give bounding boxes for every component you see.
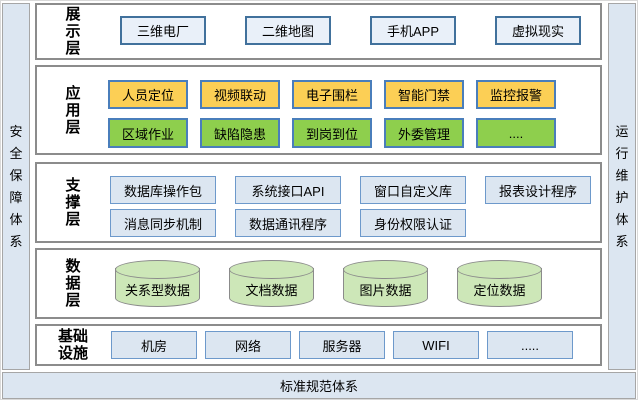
pillar-security-assurance: 安 全 保 障 体 系: [2, 3, 30, 370]
display-node-label: 二维地图: [261, 24, 314, 39]
display-node: 二维地图: [245, 16, 331, 45]
support-node: 身份权限认证: [360, 209, 466, 237]
application-node-label: 智能门禁: [397, 88, 450, 103]
layer-display: 展 示 层 三维电厂 二维地图 手机APP 虚拟现实: [35, 3, 602, 60]
infrastructure-node-label: WIFI: [422, 337, 450, 353]
support-node: 窗口自定义库: [360, 176, 466, 204]
database-cylinder-label: 定位数据: [473, 283, 526, 298]
application-node-label: ....: [508, 125, 524, 141]
database-cylinder: 定位数据: [457, 260, 542, 307]
application-node-label: 人员定位: [121, 88, 174, 103]
display-node-row: 三维电厂 二维地图 手机APP 虚拟现实: [37, 16, 600, 45]
data-cylinder-row: 关系型数据 文档数据 图片数据 定位数据: [37, 260, 600, 307]
application-node: 智能门禁: [384, 80, 464, 109]
application-node-label: 电子围栏: [305, 88, 358, 103]
support-node: 系统接口API: [235, 176, 341, 204]
support-node-label: 系统接口API: [251, 183, 325, 199]
display-node-label: 虚拟现实: [511, 24, 564, 39]
infrastructure-node-label: 机房: [140, 338, 167, 354]
pillar-security-assurance-label: 安 全 保 障 体 系: [9, 123, 23, 249]
support-node: 消息同步机制: [110, 209, 216, 237]
layer-support-label: 支 撑 层: [65, 177, 81, 228]
application-node: 人员定位: [108, 80, 188, 109]
application-node-label: 视频联动: [213, 88, 266, 103]
support-node-label: 窗口自定义库: [373, 183, 452, 199]
application-node: 外委管理: [384, 118, 464, 148]
application-node-label: 外委管理: [397, 126, 450, 142]
layer-data: 数 据 层 关系型数据 文档数据 图片数据 定位数据: [35, 248, 602, 319]
database-cylinder-label: 图片数据: [359, 283, 412, 298]
infrastructure-node: WIFI: [393, 331, 479, 359]
layer-display-label: 展 示 层: [65, 6, 81, 57]
layer-application: 应 用 层 人员定位 视频联动 电子围栏 智能门禁 监控报警 区域作业 缺陷隐患 到岗到位 外…: [35, 65, 602, 155]
database-cylinder-label: 文档数据: [245, 283, 298, 298]
layer-data-label: 数 据 层: [65, 258, 81, 309]
bar-standards-label: 标准规范体系: [279, 379, 358, 394]
pillar-operation-maintenance: 运 行 维 护 体 系: [608, 3, 636, 370]
application-node: ....: [476, 118, 556, 148]
support-node-label: 消息同步机制: [123, 216, 202, 232]
database-cylinder: 图片数据: [343, 260, 428, 307]
pillar-operation-maintenance-label: 运 行 维 护 体 系: [615, 123, 629, 249]
application-node-label: 缺陷隐患: [213, 126, 266, 142]
infrastructure-node: 网络: [205, 331, 291, 359]
support-node: 报表设计程序: [485, 176, 591, 204]
application-node: 视频联动: [200, 80, 280, 109]
application-node-label: 区域作业: [121, 126, 174, 142]
layer-support: 支 撑 层 数据库操作包 系统接口API 窗口自定义库 报表设计程序 消息同步机制 数据…: [35, 162, 602, 243]
infrastructure-node-row: 机房 网络 服务器 WIFI.....: [37, 331, 600, 359]
support-node-row-2: 消息同步机制 数据通讯程序 身份权限认证: [37, 209, 600, 237]
support-node-label: 身份权限认证: [373, 216, 452, 232]
support-node: 数据通讯程序: [235, 209, 341, 237]
application-node-row-2: 区域作业 缺陷隐患 到岗到位 外委管理....: [37, 118, 600, 148]
database-cylinder: 文档数据: [229, 260, 314, 307]
support-node-label: 报表设计程序: [498, 183, 577, 199]
application-node: 监控报警: [476, 80, 556, 109]
layer-application-label: 应 用 层: [65, 84, 81, 136]
application-node: 到岗到位: [292, 118, 372, 148]
infrastructure-node-label: .....: [520, 337, 540, 353]
application-node: 缺陷隐患: [200, 118, 280, 148]
display-node: 三维电厂: [120, 16, 206, 45]
application-node-label: 监控报警: [489, 88, 542, 103]
infrastructure-node-label: 网络: [234, 338, 261, 354]
display-node-label: 三维电厂: [136, 24, 189, 39]
support-node-label: 数据库操作包: [123, 183, 202, 199]
support-node-row-1: 数据库操作包 系统接口API 窗口自定义库 报表设计程序: [37, 176, 600, 204]
infrastructure-node: .....: [487, 331, 573, 359]
layer-infrastructure-label: 基础 设施: [57, 328, 88, 362]
application-node-row-1: 人员定位 视频联动 电子围栏 智能门禁 监控报警: [37, 80, 600, 109]
bar-standards: 标准规范体系: [2, 372, 636, 399]
display-node: 手机APP: [370, 16, 456, 45]
infrastructure-node: 服务器: [299, 331, 385, 359]
display-node-label: 手机APP: [386, 24, 439, 39]
application-node: 电子围栏: [292, 80, 372, 109]
infrastructure-node-label: 服务器: [322, 338, 362, 354]
database-cylinder: 关系型数据: [115, 260, 200, 307]
layer-infrastructure: 基础 设施 机房 网络 服务器 WIFI.....: [35, 324, 602, 366]
support-node-label: 数据通讯程序: [248, 216, 327, 232]
application-node: 区域作业: [108, 118, 188, 148]
database-cylinder-label: 关系型数据: [124, 283, 190, 298]
application-node-label: 到岗到位: [305, 126, 358, 142]
display-node: 虚拟现实: [495, 16, 581, 45]
support-node: 数据库操作包: [110, 176, 216, 204]
infrastructure-node: 机房: [111, 331, 197, 359]
